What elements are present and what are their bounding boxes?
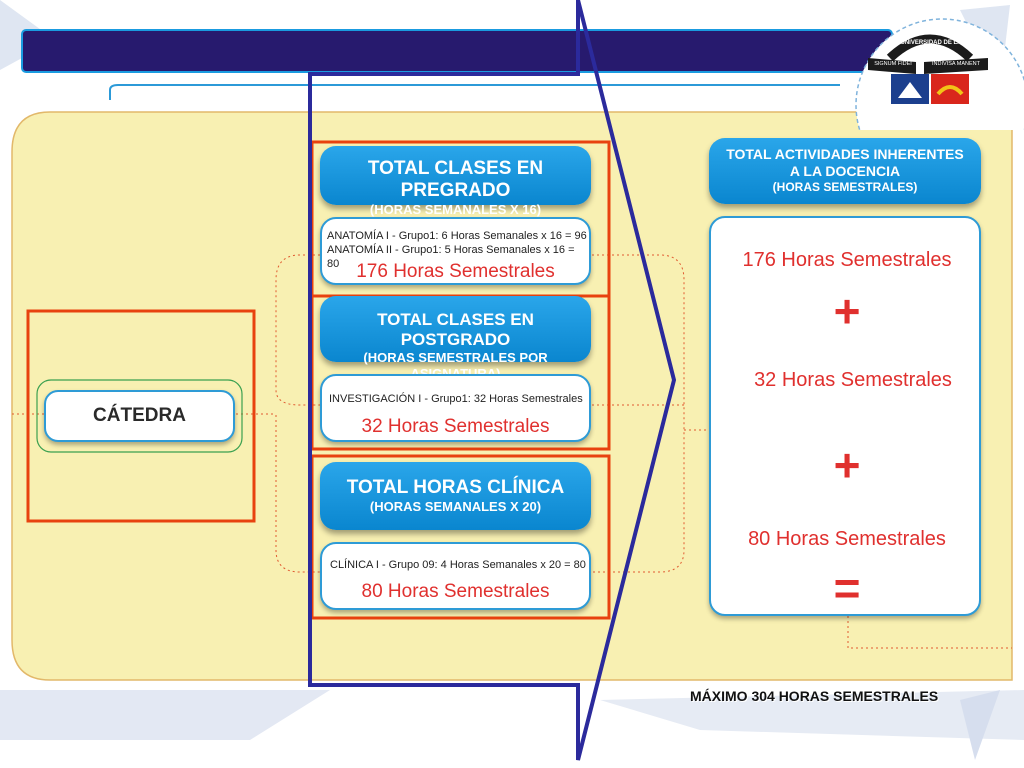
logo-text-top: UNIVERSIDAD DE LA SALLE <box>900 40 962 52</box>
pregrado-subtitle: (HORAS SEMANALES X 16) <box>369 202 542 217</box>
logo-text-left: SIGNUM FIDEI <box>874 61 912 67</box>
summary-title-box: TOTAL ACTIVIDADES INHERENTES A LA DOCENC… <box>709 138 981 204</box>
logo-text-right: INDIVISA MANENT <box>932 61 980 67</box>
summary-box: 176 Horas Semestrales + 32 Horas Semestr… <box>709 216 981 616</box>
postgrado-total: 32 Horas Semestrales <box>361 416 550 437</box>
pregrado-detail-box: ANATOMÍA I - Grupo1: 6 Horas Semanales x… <box>320 217 591 285</box>
summary-title-line-1: TOTAL ACTIVIDADES INHERENTES <box>726 146 964 162</box>
postgrado-title: TOTAL CLASES EN POSTGRADO <box>377 310 534 349</box>
summary-item-2: 32 Horas Semestrales <box>754 369 952 391</box>
clinica-detail-box: CLÍNICA I - Grupo 09: 4 Horas Semanales … <box>320 542 591 610</box>
summary-item-3: 80 Horas Semestrales <box>748 528 946 550</box>
summary-equals: = <box>833 562 861 614</box>
clinica-title: TOTAL HORAS CLÍNICA <box>346 477 565 498</box>
clinica-line-1: CLÍNICA I - Grupo 09: 4 Horas Semanales … <box>330 559 586 571</box>
catedra-label: CÁTEDRA <box>93 405 186 426</box>
pregrado-title-box: TOTAL CLASES EN PREGRADO (HORAS SEMANALE… <box>320 146 591 217</box>
postgrado-title-box: TOTAL CLASES EN POSTGRADO (HORAS SEMESTR… <box>320 296 591 381</box>
pregrado-line-1: ANATOMÍA I - Grupo1: 6 Horas Semanales x… <box>327 230 587 242</box>
catedra-box: CÁTEDRA <box>44 390 235 442</box>
pregrado-total: 176 Horas Semestrales <box>356 261 555 282</box>
summary-item-1: 176 Horas Semestrales <box>742 249 952 271</box>
summary-plus-1: + <box>833 285 861 337</box>
university-logo: UNIVERSIDAD DE LA SALLE SIGNUM FIDEI IND… <box>838 10 1024 192</box>
summary-subtitle: (HORAS SEMESTRALES) <box>772 180 918 194</box>
clinica-subtitle: (HORAS SEMANALES X 20) <box>369 499 542 514</box>
clinica-total: 80 Horas Semestrales <box>361 581 550 602</box>
postgrado-detail-box: INVESTIGACIÓN I - Grupo1: 32 Horas Semes… <box>320 374 591 442</box>
postgrado-line-1: INVESTIGACIÓN I - Grupo1: 32 Horas Semes… <box>329 393 583 405</box>
pregrado-title: TOTAL CLASES EN PREGRADO <box>367 158 544 201</box>
summary-title-line-2: A LA DOCENCIA <box>789 163 901 179</box>
pregrado-line-2: ANATOMÍA II - Grupo1: 5 Horas Semanales … <box>327 244 575 270</box>
summary-plus-2: + <box>833 439 861 491</box>
maximo-label: MÁXIMO 304 HORAS SEMESTRALES <box>690 688 939 704</box>
university-seal-icon <box>855 18 1024 192</box>
clinica-title-box: TOTAL HORAS CLÍNICA (HORAS SEMANALES X 2… <box>320 462 591 530</box>
